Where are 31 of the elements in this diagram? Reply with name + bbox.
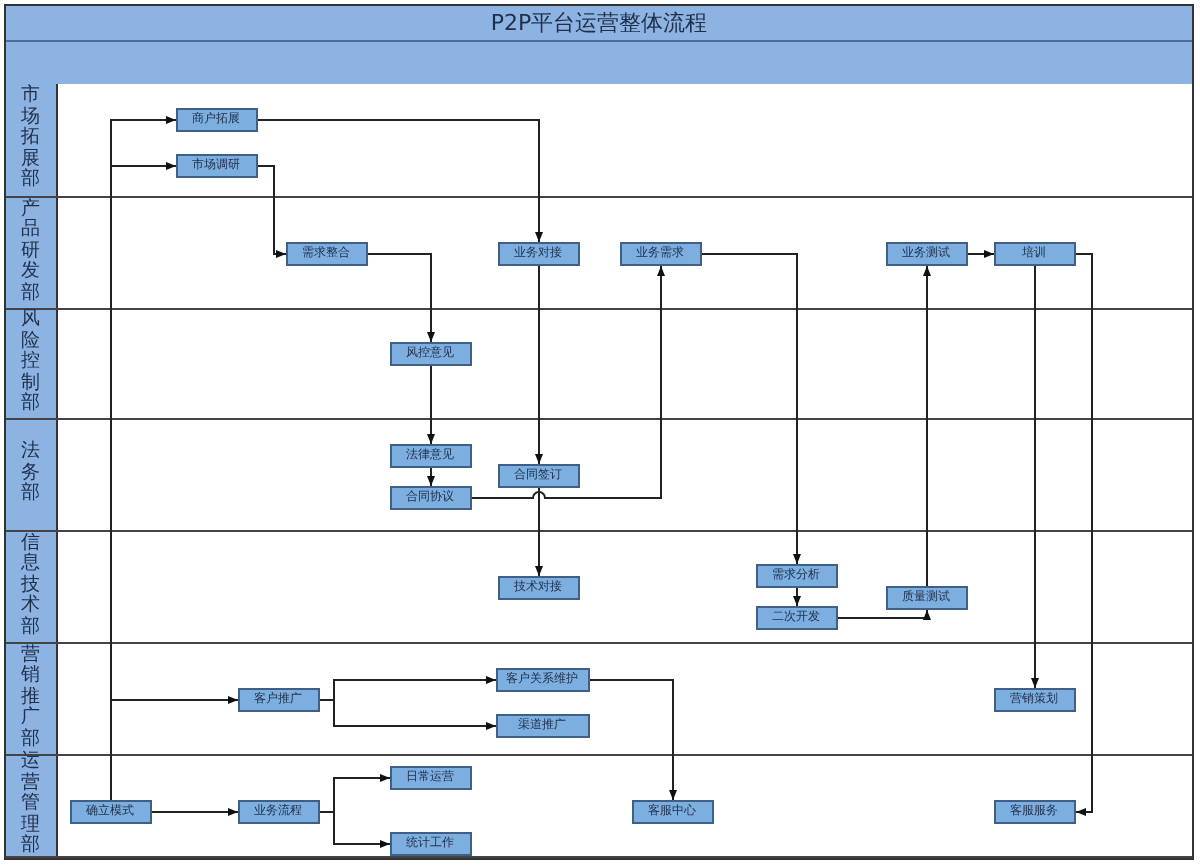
lane-header: 产品研发部 [6,197,58,307]
connector-arrow [967,250,995,258]
swimlane [6,309,1192,419]
swimlane [6,83,1192,197]
lane-header: 运营管理部 [6,755,58,855]
connector-arrow [793,587,801,607]
connector-arrow [471,265,665,499]
connector-arrow [923,265,931,587]
lane-header: 市场拓展部 [6,83,58,195]
swimlane [6,197,1192,309]
connector-arrow [319,811,391,848]
lane-header: 法务部 [6,419,58,529]
lane-header: 信息技术部 [6,531,58,641]
connector-arrow [367,253,435,343]
connector-arrow [427,467,435,487]
connector-arrow [427,365,435,445]
swimlane [6,419,1192,531]
connector-arrow [589,679,677,801]
connector-arrow [837,609,931,620]
connector-arrow [535,265,543,465]
connector-arrow [535,487,543,577]
lane-header: 风险控制部 [6,309,58,417]
connector-arrow [257,165,287,258]
connector-arrow [1031,265,1039,689]
connector-arrow [701,253,801,565]
swimlane [6,531,1192,643]
connector-arrow [151,808,239,816]
lane-header: 营销推广部 [6,643,58,753]
title-bar: P2P平台运营整体流程 [6,6,1192,42]
connector-arrow [257,119,543,243]
connector-arrow [1075,253,1093,816]
